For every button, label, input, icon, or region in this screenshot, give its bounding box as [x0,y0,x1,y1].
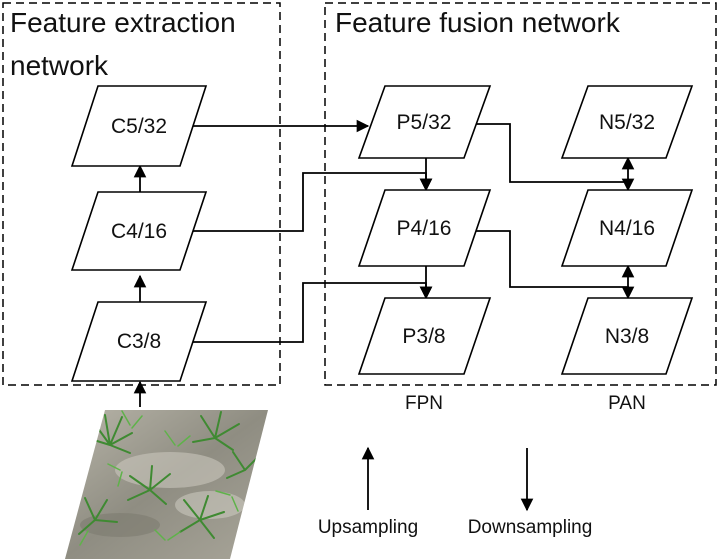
fusion-network-frame [324,2,717,386]
node-c4: C4/16 [70,191,208,271]
node-p4: P4/16 [357,189,492,267]
input-image [65,410,268,559]
node-n4-label: N4/16 [599,217,655,240]
downsampling-label: Downsampling [468,517,593,538]
node-c3: C3/8 [70,301,208,382]
node-n3: N3/8 [560,297,694,375]
extraction-title-line2: network [10,50,109,81]
node-p3-label: P3/8 [402,325,445,348]
node-p5-label: P5/32 [397,111,452,134]
node-c5-label: C5/32 [111,115,167,138]
node-c4-label: C4/16 [111,220,167,243]
node-n4: N4/16 [560,189,694,267]
extraction-title-line1: Feature extraction [10,7,236,38]
node-p3: P3/8 [357,297,492,375]
node-c3-label: C3/8 [117,330,161,353]
node-n3-label: N3/8 [605,325,649,348]
fpn-label: FPN [405,393,443,414]
node-c5: C5/32 [70,85,208,167]
node-p5: P5/32 [357,85,492,159]
pan-label: PAN [608,393,646,414]
fusion-title: Feature fusion network [335,7,621,38]
upsampling-label: Upsampling [318,517,418,538]
node-n5: N5/32 [560,85,694,159]
node-n5-label: N5/32 [599,111,655,134]
node-p4-label: P4/16 [397,217,452,240]
